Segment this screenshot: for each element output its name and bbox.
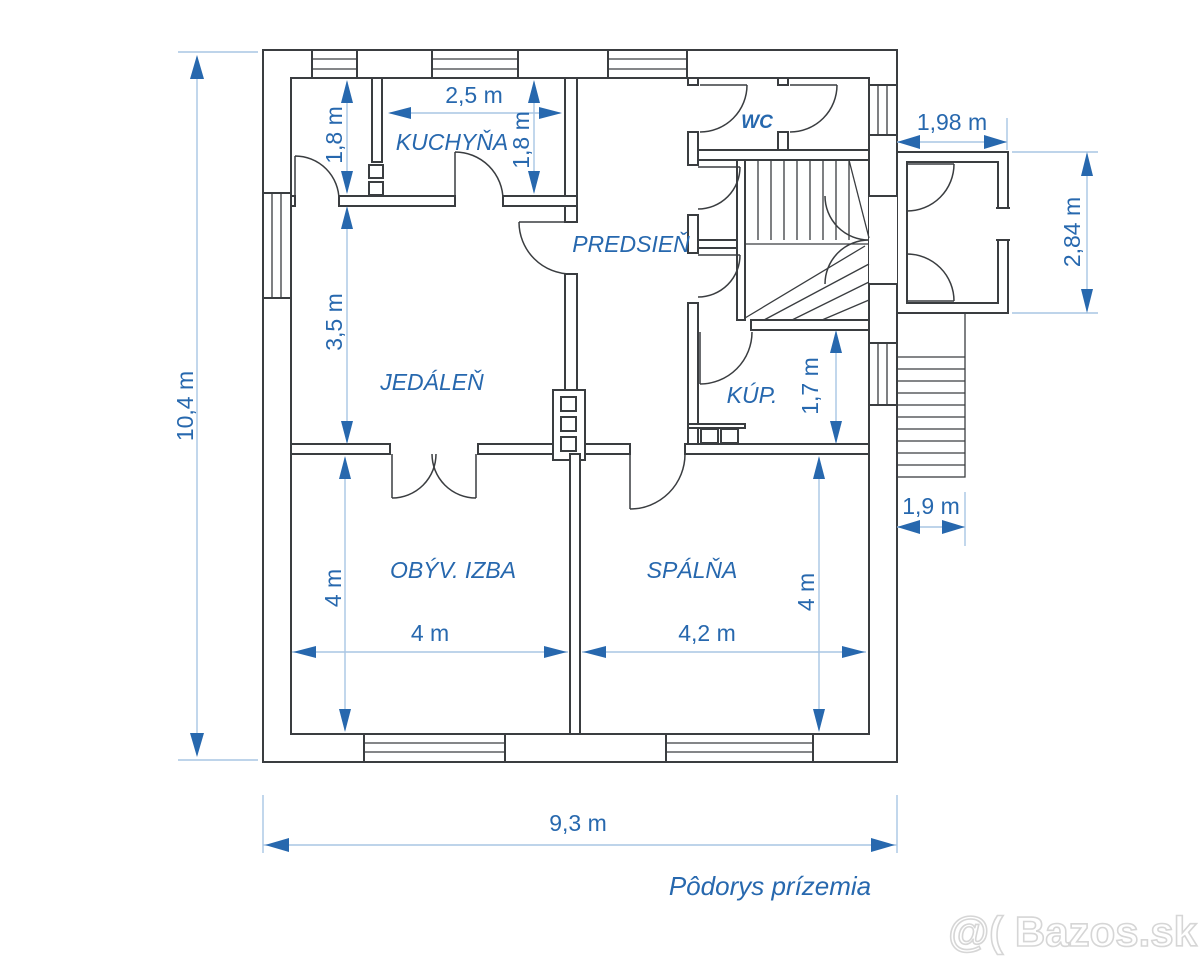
dim-bedroom-width: 4,2 m (582, 620, 866, 658)
room-label-hallway: PREDSIEŇ (572, 231, 690, 257)
dim-kitchen-height-label: 1,8 m (508, 111, 534, 169)
dim-living-width-label: 4 m (411, 620, 449, 646)
exterior-stairs (896, 312, 966, 478)
watermark: @( Bazos.sk (948, 908, 1197, 955)
dim-bedroom-height: 4 m (793, 456, 825, 732)
room-label-bedroom: SPÁLŇA (647, 557, 738, 583)
door-wc (699, 84, 748, 133)
window-left-dining (262, 192, 292, 299)
dim-kitchen-width: 2,5 m (388, 82, 562, 119)
dim-living-height-label: 4 m (320, 569, 346, 607)
door-living-double (391, 453, 477, 499)
dim-porch-width-label: 1,98 m (917, 109, 987, 135)
door-bedroom (629, 453, 686, 510)
interior-walls (290, 77, 870, 735)
window-bottom-living (363, 733, 506, 763)
dim-bedroom-height-label: 4 m (793, 573, 819, 611)
room-label-kitchen: KUCHYŇA (396, 129, 508, 155)
dim-porch-width: 1,98 m (897, 109, 1008, 150)
door-wc-second (789, 84, 838, 133)
door-porch-bottom (906, 253, 955, 302)
dim-house-width-label: 9,3 m (549, 810, 607, 836)
plan-caption: Pôdorys prízemia (669, 871, 871, 901)
door-bathroom (699, 331, 753, 385)
window-top-hallway (607, 49, 688, 79)
entry-opening (869, 195, 897, 285)
window-bottom-bedroom (665, 733, 814, 763)
dim-porch-height: 2,84 m (1012, 151, 1098, 314)
dim-kitchen-height: 1,8 m (508, 80, 540, 194)
dim-dining-height: 3,5 m (321, 206, 353, 444)
window-top-pantry (311, 49, 358, 79)
door-kitchen (454, 151, 504, 201)
dim-kitchen-width-label: 2,5 m (445, 82, 503, 108)
dim-pantry-height-label: 1,8 m (321, 106, 347, 164)
interior-staircase (744, 159, 870, 321)
dim-dining-height-label: 3,5 m (321, 293, 347, 351)
dim-pantry-height: 1,8 m (321, 80, 353, 194)
dim-bedroom-width-label: 4,2 m (678, 620, 736, 646)
porch-walls (896, 151, 1010, 314)
door-entry-double-swing (824, 195, 870, 285)
dim-ext-stairs-width-label: 1,9 m (902, 493, 960, 519)
dim-living-height: 4 m (320, 456, 351, 732)
room-label-wc: WC (741, 112, 773, 133)
window-right-bathroom (868, 342, 898, 406)
door-dining (518, 221, 572, 275)
door-porch-top (906, 163, 955, 212)
door-pantry (294, 155, 340, 201)
window-top-kitchen (431, 49, 519, 79)
door-stair-closet-lower (697, 254, 741, 298)
room-label-dining: JEDÁLEŇ (379, 369, 484, 395)
dim-house-height: 10,4 m (172, 51, 258, 761)
dim-bathroom-height: 1,7 m (797, 330, 842, 444)
dim-porch-height-label: 2,84 m (1059, 197, 1085, 267)
room-label-living: OBÝV. IZBA (390, 557, 516, 583)
dim-living-width: 4 m (292, 620, 568, 658)
room-label-bathroom: KÚP. (727, 382, 778, 408)
window-right-top (868, 84, 898, 136)
dim-house-width: 9,3 m (262, 795, 898, 853)
door-stair-closet-upper (697, 166, 741, 210)
dim-ext-stairs-width: 1,9 m (897, 492, 966, 546)
dim-house-height-label: 10,4 m (172, 371, 198, 441)
dim-bathroom-height-label: 1,7 m (797, 357, 823, 415)
